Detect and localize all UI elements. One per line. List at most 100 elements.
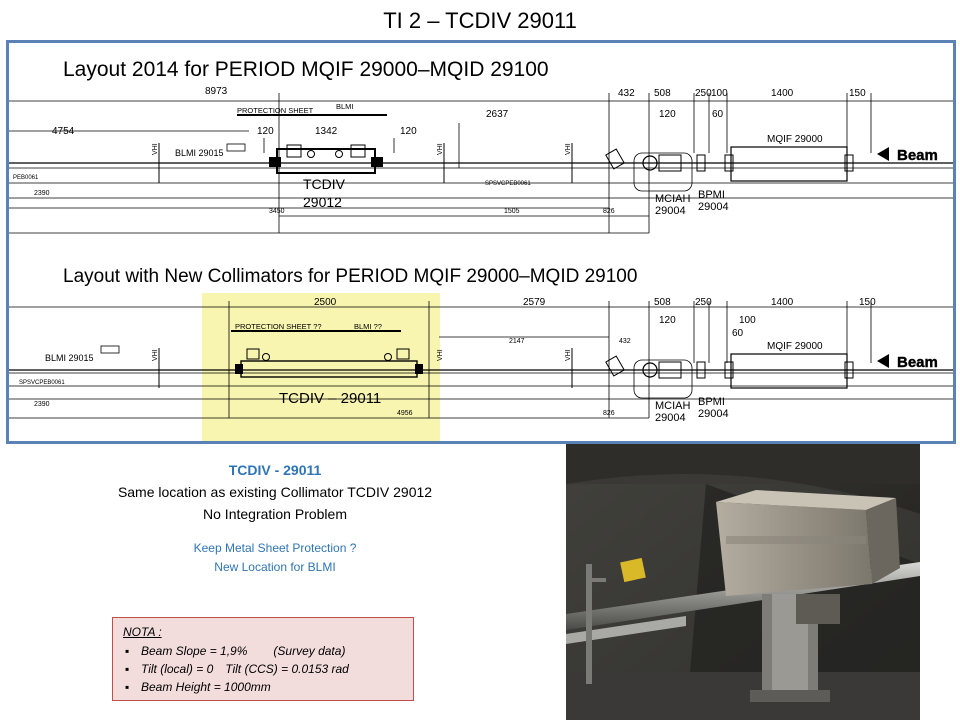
svg-text:BPMI: BPMI [698, 396, 725, 408]
svg-text:432: 432 [619, 338, 631, 345]
svg-text:PEB0061: PEB0061 [13, 175, 39, 181]
svg-text:508: 508 [654, 88, 671, 99]
svg-text:432: 432 [618, 88, 635, 99]
open-questions: Keep Metal Sheet Protection ? New Locati… [60, 539, 490, 577]
nota-item-text: Tilt (local) = 0 [141, 662, 214, 676]
mqif-magnet [730, 146, 848, 182]
svg-text:1342: 1342 [315, 126, 338, 137]
nota-item-text: Beam Height = 1000mm [141, 680, 271, 694]
layout-2014-labels: BLMI 29015 TCDIV 29012 MQIF 29000 MCIAH … [13, 134, 938, 217]
layout-new-title: Layout with New Collimators for PERIOD M… [63, 266, 637, 287]
svg-text:826: 826 [603, 208, 615, 215]
layout-drawing: Layout 2014 for PERIOD MQIF 29000–MQID 2… [9, 58, 953, 441]
svg-text:150: 150 [849, 88, 866, 99]
blmi-box [226, 143, 246, 152]
info-block: TCDIV - 29011 Same location as existing … [60, 459, 490, 577]
svg-text:VHI: VHI [152, 143, 159, 155]
svg-text:1400: 1400 [771, 297, 794, 308]
info-title: TCDIV - 29011 [228, 462, 322, 478]
svg-text:TCDIV: TCDIV [303, 176, 346, 192]
svg-text:1505: 1505 [504, 208, 520, 215]
layout-drawing-frame: Layout 2014 for PERIOD MQIF 29000–MQID 2… [6, 40, 956, 444]
question-blmi-location: New Location for BLMI [214, 560, 336, 574]
question-metal-sheet: Keep Metal Sheet Protection ? [193, 541, 357, 555]
svg-text:826: 826 [603, 410, 615, 417]
svg-text:250: 250 [695, 297, 712, 308]
svg-text:2500: 2500 [314, 297, 337, 308]
svg-text:VHI: VHI [565, 143, 572, 155]
layout-new-dim-texts: 2500 2579 508 250 1400 150 120 100 60 PR… [34, 297, 876, 417]
layout-2014-dimensions [9, 93, 953, 234]
svg-text:250: 250 [695, 88, 712, 99]
mciah-highlight [633, 152, 693, 192]
svg-text:4956: 4956 [397, 410, 413, 417]
mqif-magnet-new [730, 353, 848, 389]
slide-title: TI 2 – TCDIV 29011 [383, 8, 577, 33]
svg-text:29004: 29004 [655, 412, 686, 424]
installation-photo-illustration [566, 444, 920, 720]
svg-text:VHI: VHI [437, 143, 444, 155]
svg-text:60: 60 [712, 109, 724, 120]
svg-text:BLMI 29015: BLMI 29015 [175, 148, 224, 158]
svg-text:2147: 2147 [509, 338, 525, 345]
layout-new-dimensions [9, 301, 953, 419]
installation-photo [566, 444, 920, 720]
layout-new-equipment [9, 345, 953, 399]
nota-item: Beam Slope = 1,9% (Survey data) [123, 642, 403, 660]
svg-text:VHI: VHI [152, 349, 159, 361]
svg-text:BPMI: BPMI [698, 189, 725, 201]
svg-text:Beam: Beam [897, 147, 938, 164]
svg-text:MQIF 29000: MQIF 29000 [767, 341, 823, 352]
svg-text:3450: 3450 [269, 208, 285, 215]
nota-item-note: Tilt (CCS) = 0.0153 rad [225, 662, 349, 676]
svg-text:2637: 2637 [486, 109, 509, 120]
svg-text:2390: 2390 [34, 190, 50, 197]
svg-text:120: 120 [400, 126, 417, 137]
layout-2014-title: Layout 2014 for PERIOD MQIF 29000–MQID 2… [63, 58, 549, 81]
svg-text:100: 100 [711, 88, 728, 99]
svg-text:2579: 2579 [523, 297, 546, 308]
collimator-body [276, 148, 376, 174]
nota-item-note: (Survey data) [273, 644, 346, 658]
svg-text:PROTECTION SHEET: PROTECTION SHEET [237, 106, 314, 115]
svg-text:508: 508 [654, 297, 671, 308]
layout-2014-dim-texts: 8973 PROTECTION SHEET BLMI 2637 432 508 … [34, 86, 866, 215]
svg-text:4754: 4754 [52, 126, 75, 137]
svg-text:BLMI ??: BLMI ?? [354, 322, 382, 331]
info-line-integration: No Integration Problem [203, 506, 347, 522]
svg-text:120: 120 [659, 315, 676, 326]
svg-text:BLMI 29015: BLMI 29015 [45, 353, 94, 363]
svg-text:60: 60 [732, 328, 744, 339]
nota-item-text: Beam Slope = 1,9% [141, 644, 248, 658]
svg-text:MQIF 29000: MQIF 29000 [767, 134, 823, 145]
svg-text:SPSVCPEB0061: SPSVCPEB0061 [485, 181, 531, 187]
svg-text:VHI: VHI [565, 349, 572, 361]
svg-text:Beam: Beam [897, 354, 938, 371]
svg-text:29004: 29004 [698, 201, 729, 213]
nota-item: Beam Height = 1000mm [123, 678, 403, 696]
svg-text:29004: 29004 [655, 205, 686, 217]
svg-text:120: 120 [659, 109, 676, 120]
svg-text:PROTECTION SHEET ??: PROTECTION SHEET ?? [235, 322, 322, 331]
svg-text:MCIAH: MCIAH [655, 193, 691, 205]
svg-text:100: 100 [739, 315, 756, 326]
svg-text:BLMI: BLMI [336, 102, 354, 111]
layout-2014-equipment [9, 143, 953, 192]
svg-text:8973: 8973 [205, 86, 228, 97]
nota-title: NOTA : [123, 625, 162, 639]
layout-new-labels: BLMI 29015 TCDIV – 29011 MQIF 29000 MCIA… [19, 341, 938, 424]
info-line-location: Same location as existing Collimator TCD… [117, 484, 433, 500]
svg-text:29012: 29012 [303, 194, 342, 210]
svg-text:2390: 2390 [34, 401, 50, 408]
svg-text:150: 150 [859, 297, 876, 308]
mciah-highlight-new [633, 359, 693, 399]
blmi-box-new [100, 345, 120, 354]
beam-arrow-left-new [877, 354, 889, 368]
svg-text:VHI: VHI [437, 349, 444, 361]
nota-list: Beam Slope = 1,9% (Survey data) Tilt (loc… [123, 642, 403, 696]
svg-text:TCDIV – 29011: TCDIV – 29011 [279, 390, 381, 407]
svg-text:120: 120 [257, 126, 274, 137]
nota-box: NOTA : Beam Slope = 1,9% (Survey data) Ti… [112, 617, 414, 701]
svg-text:MCIAH: MCIAH [655, 400, 691, 412]
svg-text:29004: 29004 [698, 408, 729, 420]
